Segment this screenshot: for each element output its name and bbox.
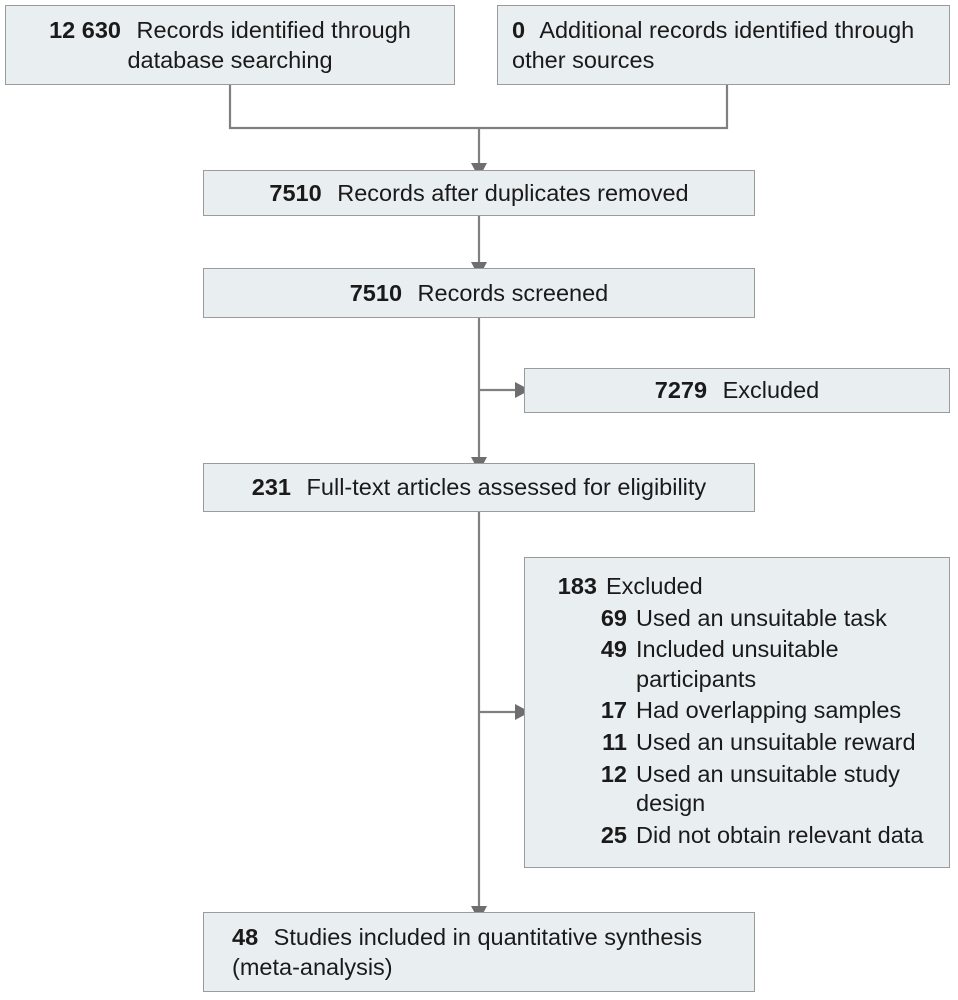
count-records-screened: 7510 (349, 279, 403, 306)
label-studies-included: Studies included in quantitative synthes… (232, 923, 703, 980)
box-records-identified-database: 12 630 Records identified through databa… (5, 5, 455, 85)
reason-label: Used an unsuitable reward (636, 729, 916, 756)
label-records-identified-database: Records identified through database sear… (127, 16, 411, 73)
count-fulltext-assessed: 231 (251, 474, 292, 501)
label-records-screened: Records screened (417, 279, 609, 306)
box-fulltext-excluded: 183 Excluded 69 Used an unsuitable task … (524, 557, 950, 868)
reason-label: Used an unsuitable study design (636, 760, 900, 817)
reason-count: 49 (600, 636, 627, 663)
reason-count: 11 (602, 729, 627, 756)
list-item: 12 Used an unsuitable study design (541, 760, 937, 819)
count-records-excluded: 7279 (654, 377, 708, 404)
count-records-identified-database: 12 630 (49, 16, 121, 43)
list-item: 49 Included unsuitable participants (541, 635, 937, 694)
label-fulltext-assessed: Full-text articles assessed for eligibil… (306, 474, 707, 501)
count-records-identified-other: 0 (512, 16, 526, 43)
connector-merge-top (228, 85, 729, 130)
reason-label: Did not obtain relevant data (636, 821, 924, 848)
exclusion-reason-list: 69 Used an unsuitable task 49 Included u… (541, 604, 937, 851)
reason-label: Included unsuitable participants (636, 636, 839, 692)
reason-count: 17 (600, 697, 627, 724)
list-item: 25 Did not obtain relevant data (541, 821, 937, 851)
reason-count: 12 (600, 760, 627, 787)
count-records-after-duplicates: 7510 (269, 179, 322, 206)
box-records-identified-other: 0 Additional records identified through … (497, 5, 950, 85)
reason-label: Used an unsuitable task (636, 604, 887, 631)
count-fulltext-excluded: 183 (557, 573, 597, 599)
reason-count: 69 (600, 604, 627, 631)
box-records-screened: 7510 Records screened (203, 268, 755, 318)
fulltext-excluded-header: 183 Excluded (541, 572, 937, 602)
box-records-after-duplicates: 7510 Records after duplicates removed (203, 170, 755, 216)
label-records-after-duplicates: Records after duplicates removed (337, 179, 689, 206)
reason-label: Had overlapping samples (636, 697, 902, 724)
box-studies-included: 48 Studies included in quantitative synt… (203, 912, 755, 992)
list-item: 17 Had overlapping samples (541, 696, 937, 726)
box-fulltext-assessed: 231 Full-text articles assessed for elig… (203, 463, 755, 512)
label-fulltext-excluded: Excluded (606, 573, 703, 599)
reason-count: 25 (600, 821, 627, 848)
count-studies-included: 48 (232, 923, 259, 950)
list-item: 69 Used an unsuitable task (541, 604, 937, 634)
label-records-identified-other: Additional records identified through ot… (512, 16, 915, 73)
list-item: 11 Used an unsuitable reward (541, 728, 937, 758)
box-records-excluded: 7279 Excluded (524, 368, 950, 413)
label-records-excluded: Excluded (722, 377, 820, 404)
